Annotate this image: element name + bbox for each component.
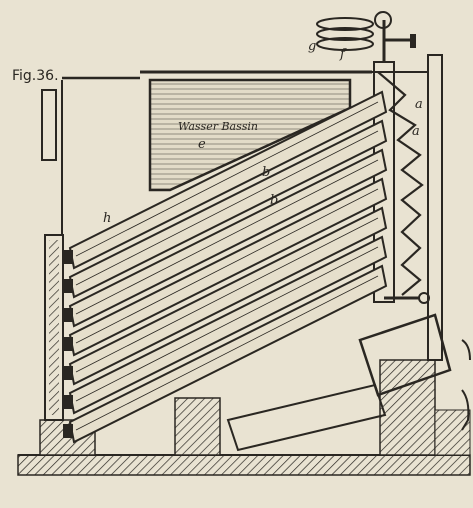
label-f: f — [339, 47, 347, 62]
inclined-tubes — [63, 90, 388, 444]
right-wall — [427, 54, 443, 361]
water-basin — [148, 78, 352, 192]
label-b-lower: b — [270, 193, 278, 208]
figure-number: Fig.36. — [12, 68, 59, 84]
left-header — [44, 234, 64, 421]
tube-cap-7 — [63, 424, 73, 438]
label-g: g — [308, 39, 316, 54]
valve-wheel — [374, 11, 392, 29]
tube-inner-1 — [75, 101, 379, 257]
foundation-edge — [434, 409, 471, 456]
tube-cap-2 — [63, 279, 73, 293]
foundation-right — [379, 359, 436, 456]
basin-label: Wasser Bassin — [178, 120, 258, 133]
rear-header-zigzag — [377, 71, 424, 296]
mud-drum-housing — [358, 313, 452, 397]
tube-inner-2 — [75, 130, 379, 286]
mud-drum — [226, 383, 387, 452]
label-a-lower: a — [412, 124, 420, 139]
ground-hatch — [17, 454, 471, 476]
tube-cap-4 — [63, 337, 73, 351]
label-b-upper: b — [262, 165, 270, 180]
tube-inner-5 — [75, 217, 379, 373]
tube-inner-7 — [75, 275, 379, 431]
coil-top — [316, 17, 374, 31]
foundation-middle — [174, 397, 221, 456]
tube-inner-6 — [75, 246, 379, 402]
tube-cap-1 — [63, 250, 73, 264]
tube-cap-3 — [63, 308, 73, 322]
left-door — [41, 89, 57, 161]
tube-cap-5 — [63, 366, 73, 380]
label-e: e — [198, 137, 206, 152]
label-a-upper: a — [415, 97, 423, 112]
tube-cap-6 — [63, 395, 73, 409]
label-h: h — [103, 211, 111, 226]
tube-inner-4 — [75, 188, 379, 344]
tube-inner-3 — [75, 159, 379, 315]
